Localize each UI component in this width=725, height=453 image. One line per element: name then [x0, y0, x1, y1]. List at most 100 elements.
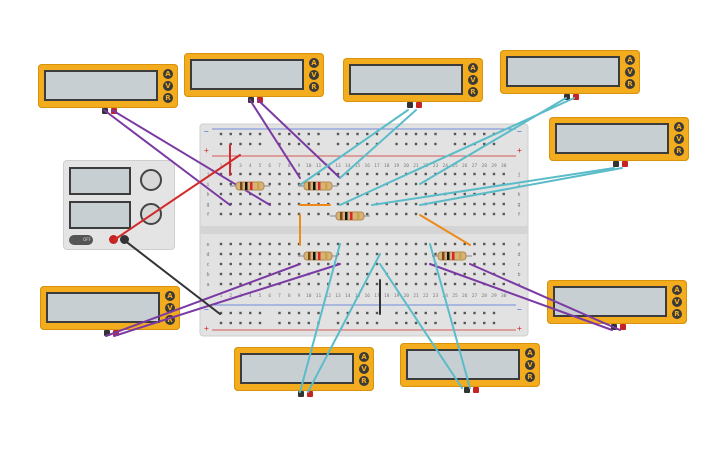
breadboard-hole[interactable]: [239, 282, 242, 286]
breadboard-hole[interactable]: [229, 252, 232, 256]
breadboard-hole[interactable]: [444, 202, 447, 206]
breadboard-hole[interactable]: [434, 262, 437, 266]
rail-hole[interactable]: [463, 132, 466, 136]
breadboard-hole[interactable]: [502, 282, 505, 286]
breadboard-hole[interactable]: [405, 272, 408, 276]
breadboard-hole[interactable]: [366, 192, 369, 196]
breadboard-hole[interactable]: [502, 202, 505, 206]
breadboard-hole[interactable]: [453, 262, 457, 266]
breadboard-hole[interactable]: [307, 192, 310, 196]
rail-hole[interactable]: [483, 321, 486, 325]
breadboard-hole[interactable]: [317, 172, 320, 176]
breadboard-hole[interactable]: [405, 212, 408, 216]
probe-black-terminal[interactable]: [464, 387, 470, 393]
rail-hole[interactable]: [356, 311, 359, 315]
breadboard-hole[interactable]: [219, 202, 223, 206]
rail-hole[interactable]: [297, 311, 301, 315]
breadboard-hole[interactable]: [492, 192, 496, 196]
rail-hole[interactable]: [375, 142, 379, 146]
breadboard-hole[interactable]: [366, 282, 369, 286]
breadboard-hole[interactable]: [424, 182, 427, 186]
breadboard-hole[interactable]: [366, 172, 369, 176]
mode-v-button[interactable]: V: [163, 81, 173, 91]
breadboard-hole[interactable]: [229, 172, 232, 176]
rail-hole[interactable]: [239, 132, 242, 136]
breadboard-hole[interactable]: [463, 172, 466, 176]
breadboard-hole[interactable]: [463, 192, 466, 196]
probe-red-terminal[interactable]: [307, 391, 313, 397]
breadboard-hole[interactable]: [249, 182, 252, 186]
breadboard-hole[interactable]: [327, 202, 330, 206]
breadboard-hole[interactable]: [297, 212, 301, 216]
breadboard-hole[interactable]: [327, 212, 330, 216]
rail-hole[interactable]: [375, 321, 379, 325]
rail-hole[interactable]: [453, 142, 457, 146]
rail-hole[interactable]: [434, 311, 437, 315]
probe-black-terminal[interactable]: [407, 102, 413, 108]
rail-hole[interactable]: [473, 142, 476, 146]
breadboard-hole[interactable]: [346, 212, 349, 216]
breadboard-hole[interactable]: [444, 272, 447, 276]
breadboard-hole[interactable]: [473, 272, 476, 276]
rail-hole[interactable]: [249, 132, 252, 136]
breadboard-hole[interactable]: [473, 262, 476, 266]
breadboard-hole[interactable]: [336, 202, 340, 206]
breadboard-hole[interactable]: [268, 172, 271, 176]
probe-black-terminal[interactable]: [298, 391, 304, 397]
breadboard-hole[interactable]: [414, 282, 418, 286]
breadboard-hole[interactable]: [268, 242, 271, 246]
breadboard-hole[interactable]: [239, 252, 242, 256]
breadboard-hole[interactable]: [268, 272, 271, 276]
rail-hole[interactable]: [219, 321, 223, 325]
rail-hole[interactable]: [249, 311, 252, 315]
breadboard-hole[interactable]: [327, 172, 330, 176]
breadboard-hole[interactable]: [502, 192, 505, 196]
mode-a-button[interactable]: A: [359, 352, 369, 362]
rail-hole[interactable]: [473, 311, 476, 315]
breadboard-hole[interactable]: [239, 172, 242, 176]
breadboard-hole[interactable]: [258, 182, 262, 186]
breadboard-hole[interactable]: [444, 192, 447, 196]
breadboard-hole[interactable]: [444, 282, 447, 286]
probe-red-terminal[interactable]: [473, 387, 479, 393]
rail-hole[interactable]: [473, 132, 476, 136]
breadboard-hole[interactable]: [492, 282, 496, 286]
breadboard-hole[interactable]: [327, 252, 330, 256]
breadboard-hole[interactable]: [434, 242, 437, 246]
breadboard-hole[interactable]: [219, 252, 223, 256]
rail-hole[interactable]: [219, 142, 223, 146]
breadboard-hole[interactable]: [463, 212, 466, 216]
rail-hole[interactable]: [229, 321, 232, 325]
rail-hole[interactable]: [424, 142, 427, 146]
breadboard-hole[interactable]: [434, 192, 437, 196]
breadboard-hole[interactable]: [405, 282, 408, 286]
breadboard-hole[interactable]: [278, 252, 281, 256]
breadboard-hole[interactable]: [463, 202, 466, 206]
rail-hole[interactable]: [297, 321, 301, 325]
breadboard-hole[interactable]: [473, 242, 476, 246]
breadboard-hole[interactable]: [336, 252, 340, 256]
breadboard-hole[interactable]: [219, 192, 223, 196]
breadboard-hole[interactable]: [385, 252, 388, 256]
probe-black-terminal[interactable]: [102, 108, 108, 114]
breadboard-hole[interactable]: [395, 242, 398, 246]
breadboard-hole[interactable]: [366, 272, 369, 276]
rail-hole[interactable]: [405, 311, 408, 315]
breadboard-hole[interactable]: [453, 282, 457, 286]
breadboard-hole[interactable]: [375, 242, 379, 246]
breadboard-hole[interactable]: [375, 252, 379, 256]
breadboard-hole[interactable]: [258, 272, 262, 276]
breadboard-hole[interactable]: [434, 272, 437, 276]
mode-v-button[interactable]: V: [672, 297, 682, 307]
rail-hole[interactable]: [483, 142, 486, 146]
breadboard-hole[interactable]: [444, 182, 447, 186]
breadboard-hole[interactable]: [307, 242, 310, 246]
breadboard-hole[interactable]: [268, 202, 271, 206]
breadboard-hole[interactable]: [288, 172, 291, 176]
breadboard-hole[interactable]: [356, 282, 359, 286]
breadboard-hole[interactable]: [385, 212, 388, 216]
breadboard-hole[interactable]: [463, 282, 466, 286]
